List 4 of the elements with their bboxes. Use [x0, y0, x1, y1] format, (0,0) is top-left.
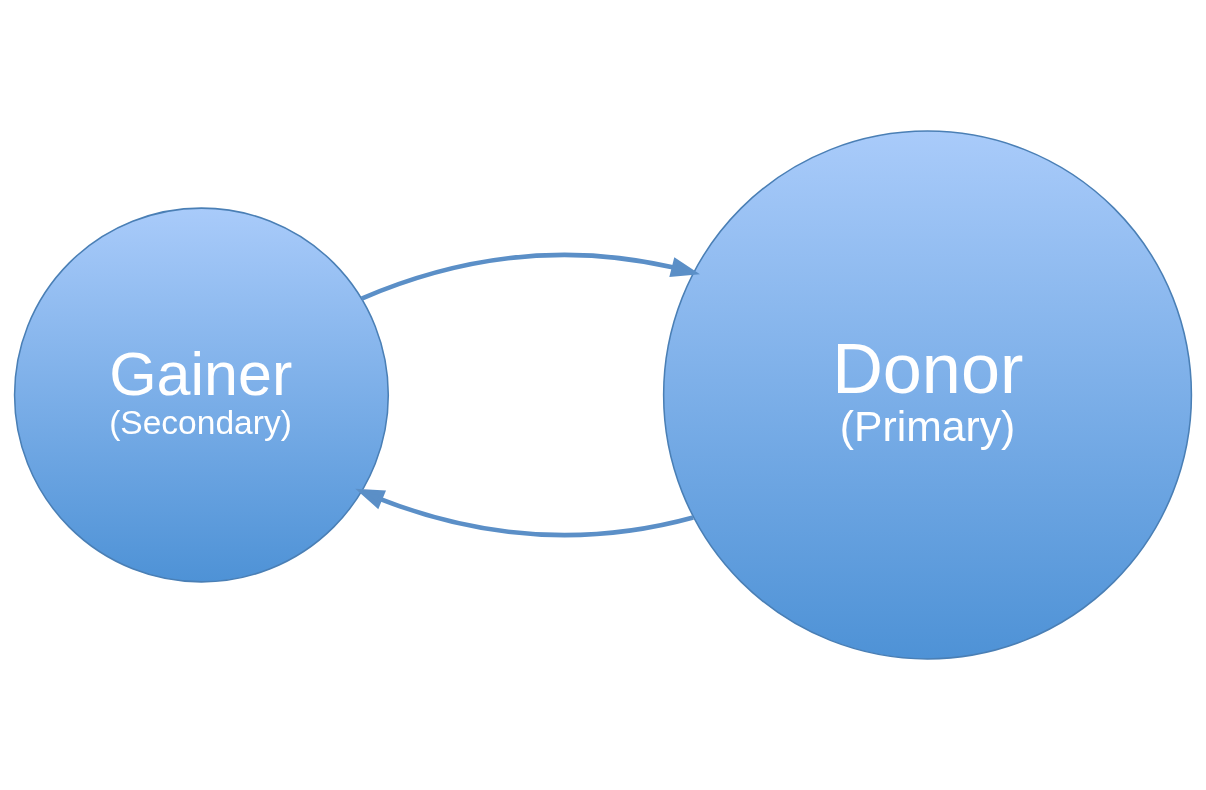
node-circle: Donor (Primary) [662, 130, 1193, 660]
arrow [355, 488, 694, 538]
arrow [360, 252, 700, 301]
node-circle: Gainer (Secondary) [13, 207, 390, 583]
